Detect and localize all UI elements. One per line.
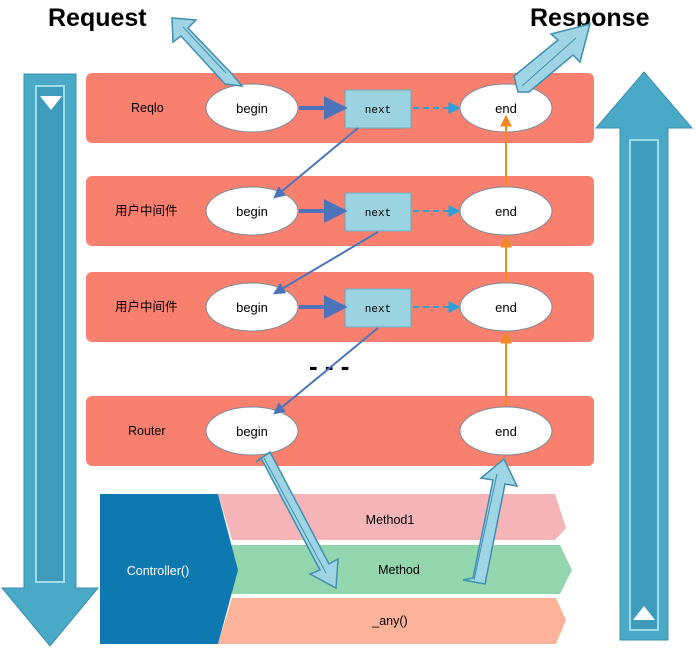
response-flow-arrow — [594, 71, 694, 641]
row-label-reqlo: Reqlo — [131, 101, 164, 115]
any-band — [218, 598, 566, 644]
begin-node-middleware-1 — [205, 186, 299, 236]
row-label-middleware-2: 用户中间件 — [115, 299, 178, 314]
begin-node-reqlo — [205, 83, 299, 133]
row-label-middleware-1: 用户中间件 — [115, 203, 178, 218]
next-label: next — [365, 304, 391, 316]
row-label-router: Router — [128, 424, 166, 438]
begin-node-middleware-2 — [205, 282, 299, 332]
begin-label: begin — [236, 204, 268, 219]
end-node-router — [459, 406, 553, 456]
controller-box — [100, 494, 238, 644]
triangle-down-icon — [40, 96, 62, 110]
end-label: end — [495, 300, 517, 315]
end-label: end — [495, 101, 517, 116]
method-to-router-arrow — [462, 457, 519, 585]
begin-label: begin — [236, 424, 268, 439]
next-box-reqlo — [344, 89, 412, 129]
next-label: next — [365, 208, 391, 220]
controller-label: Controller() — [127, 564, 190, 578]
next-label: next — [365, 105, 391, 117]
begin-node-router — [205, 406, 299, 456]
request-flow-arrow — [0, 73, 100, 647]
next-to-begin-arrows — [272, 127, 379, 415]
triangle-up-icon — [633, 606, 655, 620]
row-router — [86, 396, 594, 466]
next-to-end-arrows — [413, 102, 461, 313]
end-label: end — [495, 424, 517, 439]
response-out-arrow — [513, 22, 592, 93]
end-label: end — [495, 204, 517, 219]
next-box-middleware-1 — [344, 192, 412, 232]
response-title: Response — [530, 4, 650, 32]
any-label: _any() — [371, 614, 407, 628]
begin-label: begin — [236, 101, 268, 116]
method1-label: Method1 — [366, 513, 415, 527]
request-title: Request — [48, 4, 147, 32]
request-in-arrow — [171, 17, 244, 87]
next-box-middleware-2 — [344, 288, 412, 328]
begin-to-next-arrows — [299, 96, 348, 319]
router-to-method-arrow — [255, 450, 339, 590]
method-label: Method — [378, 563, 420, 577]
begin-label: begin — [236, 300, 268, 315]
